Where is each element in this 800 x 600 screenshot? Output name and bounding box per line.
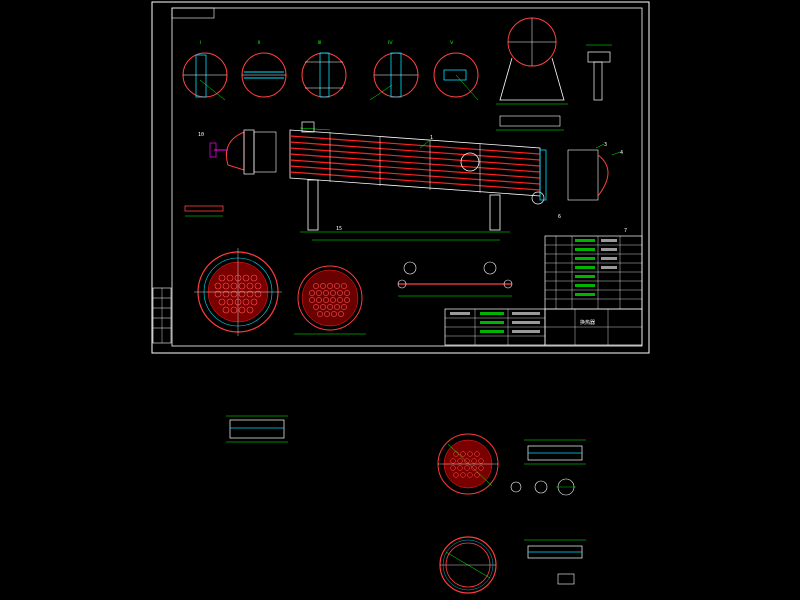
flange-strip-detail: [226, 415, 288, 443]
tube-bundle: [289, 127, 541, 197]
side-stamp-box: [152, 287, 172, 344]
part-number-4: 4: [620, 150, 623, 156]
part-number-6: 6: [558, 214, 561, 220]
detail-2-label: Ⅱ: [258, 40, 260, 46]
detail-view-5: Ⅴ: [433, 40, 479, 101]
sheet-border: [151, 1, 650, 354]
part-number-10: 10: [198, 132, 204, 138]
tubesheet-section-lower: [510, 439, 586, 496]
title-block: 换热器: [544, 308, 643, 346]
small-plate-detail: [184, 205, 224, 217]
detail-view-2: Ⅱ: [241, 40, 287, 98]
detail-5-label: Ⅴ: [450, 40, 454, 46]
tie-rod-detail: [397, 261, 513, 297]
part-number-15: 15: [336, 226, 342, 232]
detail-view-3: Ⅲ: [301, 40, 347, 98]
tubesheet-detail-lower: [437, 433, 499, 495]
lifting-lug-view: [586, 44, 612, 101]
tubesheet-layout-right: [294, 265, 366, 335]
flange-ring-detail: [439, 536, 497, 594]
detail-1-label: Ⅰ: [200, 40, 201, 46]
part-number-1: 1: [430, 135, 433, 141]
saddle-support-view: [496, 17, 568, 131]
part-number-7: 7: [624, 228, 627, 234]
detail-3-label: Ⅲ: [318, 40, 321, 46]
detail-view-1: Ⅰ: [182, 40, 228, 101]
part-number-3: 3: [604, 142, 607, 148]
parts-list-table: [544, 235, 643, 310]
flange-ring-section: [524, 539, 586, 585]
detail-4-label: Ⅳ: [388, 40, 393, 46]
detail-view-4: Ⅳ: [369, 40, 419, 101]
tubesheet-layout-left: [194, 248, 282, 336]
heat-exchanger-elevation: 1 3 4 6 7 10 15: [198, 121, 627, 241]
technical-spec-table: [444, 308, 546, 346]
title-block-title: 换热器: [580, 319, 595, 326]
